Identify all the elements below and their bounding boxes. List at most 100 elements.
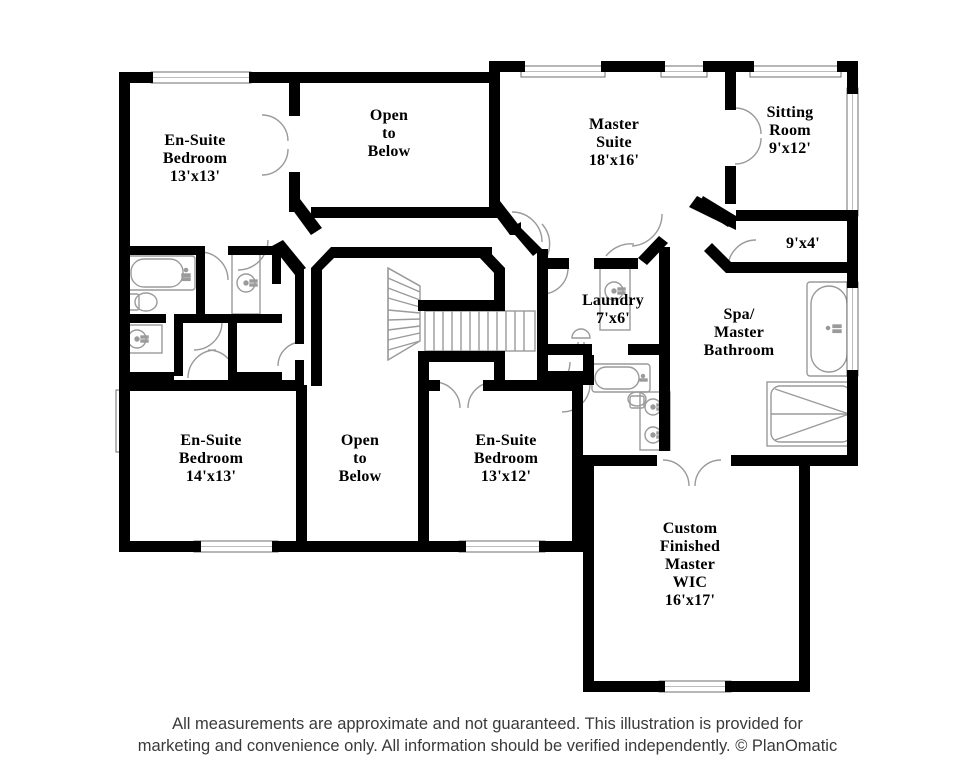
window-master-top-a (520, 65, 606, 78)
wall-stair-corner-tl (311, 247, 336, 274)
wall-wic-right (799, 455, 810, 692)
window-bedroom-bl-bottom (193, 540, 279, 553)
wall-bedroom-bm-right-b (572, 455, 583, 552)
wall-laundry-top-a (537, 258, 569, 269)
wall-stair-right-b (494, 351, 505, 386)
door-swing-sitting-b (734, 137, 762, 165)
wall-angled-laundry-left (515, 228, 542, 256)
window-wic-bottom (658, 680, 732, 693)
wall-stair-left (311, 268, 322, 386)
wall-bath-tl-mid-a (130, 314, 166, 323)
wall-accent-sitting-corner (689, 196, 736, 230)
wall-open-below-right (489, 61, 500, 218)
wall-bedroom-bm-top-b (483, 380, 583, 391)
wall-closet94-top (736, 210, 848, 221)
bathtub-hall (591, 363, 651, 393)
wall-bath-tl-vert-a (196, 246, 205, 314)
wall-sitting-left-b (725, 166, 736, 204)
wall-exterior-top-left-b (249, 72, 500, 83)
vanity-upper-left (231, 251, 261, 315)
stair-winders (387, 266, 421, 362)
toilet-hall (627, 391, 647, 409)
wall-bedroom-bm-top-a2 (429, 380, 440, 391)
window-bedroom-bm-bottom (458, 540, 546, 553)
wall-exterior-bottom-b (272, 541, 466, 552)
wall-exterior-right-c (847, 370, 858, 466)
wall-exterior-bottom-c (539, 541, 583, 552)
wall-bedroom-bm-right (572, 380, 583, 455)
wall-exterior-left-lower (119, 381, 130, 552)
wall-closet94-bottom (726, 262, 848, 273)
wall-exterior-top-master-b (601, 61, 665, 72)
door-swing-wic-a (662, 459, 690, 487)
wall-exterior-bottom-a (119, 541, 201, 552)
wall-wic-top-right (731, 455, 810, 466)
door-swing-bath-inner-c (187, 349, 217, 379)
wall-master-corner-fill (510, 222, 521, 235)
wall-exterior-top-master-a (489, 61, 525, 72)
toilet-upper-left (126, 292, 158, 312)
master-shower (766, 381, 856, 447)
wall-bath-tl-bottom-a (130, 372, 174, 381)
wall-stair-landing-top (418, 300, 505, 311)
door-swing-wic-b (694, 459, 722, 487)
wall-hall-left-vert (295, 268, 304, 344)
wall-accents-layer (689, 196, 736, 230)
door-swing-sitting-a (734, 107, 762, 135)
wall-wic-bottom-a (583, 681, 665, 692)
door-swing-bedroom-tl-a (261, 114, 289, 142)
wall-bedroom-bl-top (130, 380, 298, 391)
door-swing-master-bath-a (631, 213, 663, 247)
wall-stair-left-b (418, 351, 429, 386)
vanity-lower-left (123, 324, 163, 354)
wall-open-below-bottom-right (418, 385, 429, 552)
door-swing-bath-inner-b (193, 321, 223, 351)
master-soaking-tub (806, 281, 852, 377)
wall-angled-laundry-right (638, 236, 668, 265)
wall-bath-tl-vert-c (228, 314, 237, 381)
bathtub-upper-left (126, 255, 196, 291)
window-master-top-b (660, 65, 708, 78)
window-bedroom-tl-top (150, 71, 252, 84)
wall-bath-tl-top-a (130, 246, 204, 255)
wall-hallbath-left-a (537, 353, 548, 371)
wall-exterior-right-a (847, 61, 858, 94)
wall-wic-left-lower (583, 541, 594, 687)
wall-bath-tl-vert-d (272, 246, 281, 284)
wall-wic-top-left (594, 455, 657, 466)
wall-open-below-bottom (311, 207, 500, 218)
wall-exterior-top-left-a (119, 72, 153, 83)
disclaimer-text: All measurements are approximate and not… (137, 715, 838, 755)
wall-master-bath-left (659, 247, 670, 451)
door-swing-bedroom-tl-b (261, 148, 289, 176)
wall-bath-tl-top-b (228, 246, 272, 255)
wall-hallbath-bottom-stub (537, 371, 583, 382)
window-master-bath-right (846, 281, 859, 377)
wall-laundry-bottom-a (548, 344, 592, 355)
wall-stair-landing-bottom (418, 351, 505, 362)
wall-hallbath-right (583, 355, 594, 385)
wall-sitting-left-a (725, 72, 736, 110)
wall-bedroom-bl-right (296, 385, 307, 552)
wall-angled-tl-jog (289, 199, 322, 235)
walls-layer (119, 61, 858, 692)
wall-exterior-right-b (847, 210, 858, 288)
wall-bedroom-tl-right-b (289, 172, 300, 212)
door-swing-master-a (511, 211, 543, 243)
laundry-appliances (599, 267, 631, 331)
wall-stair-right-a (494, 268, 505, 308)
wall-laundry-bottom-b (628, 344, 670, 355)
wall-hall-left-vert-b (295, 360, 304, 386)
wall-wic-bottom-b (725, 681, 810, 692)
wall-stair-top (331, 247, 492, 258)
wall-bath-tl-vert-b (174, 314, 183, 376)
window-sitting-right (846, 87, 859, 217)
wall-laundry-top-b (594, 258, 638, 269)
wall-angled-bath-tl (272, 240, 306, 275)
stair-treads (424, 310, 536, 352)
wall-bath-right-stub (847, 262, 858, 288)
wall-bedroom-tl-right-a (289, 83, 300, 116)
door-swing-bath-tl (237, 239, 269, 271)
